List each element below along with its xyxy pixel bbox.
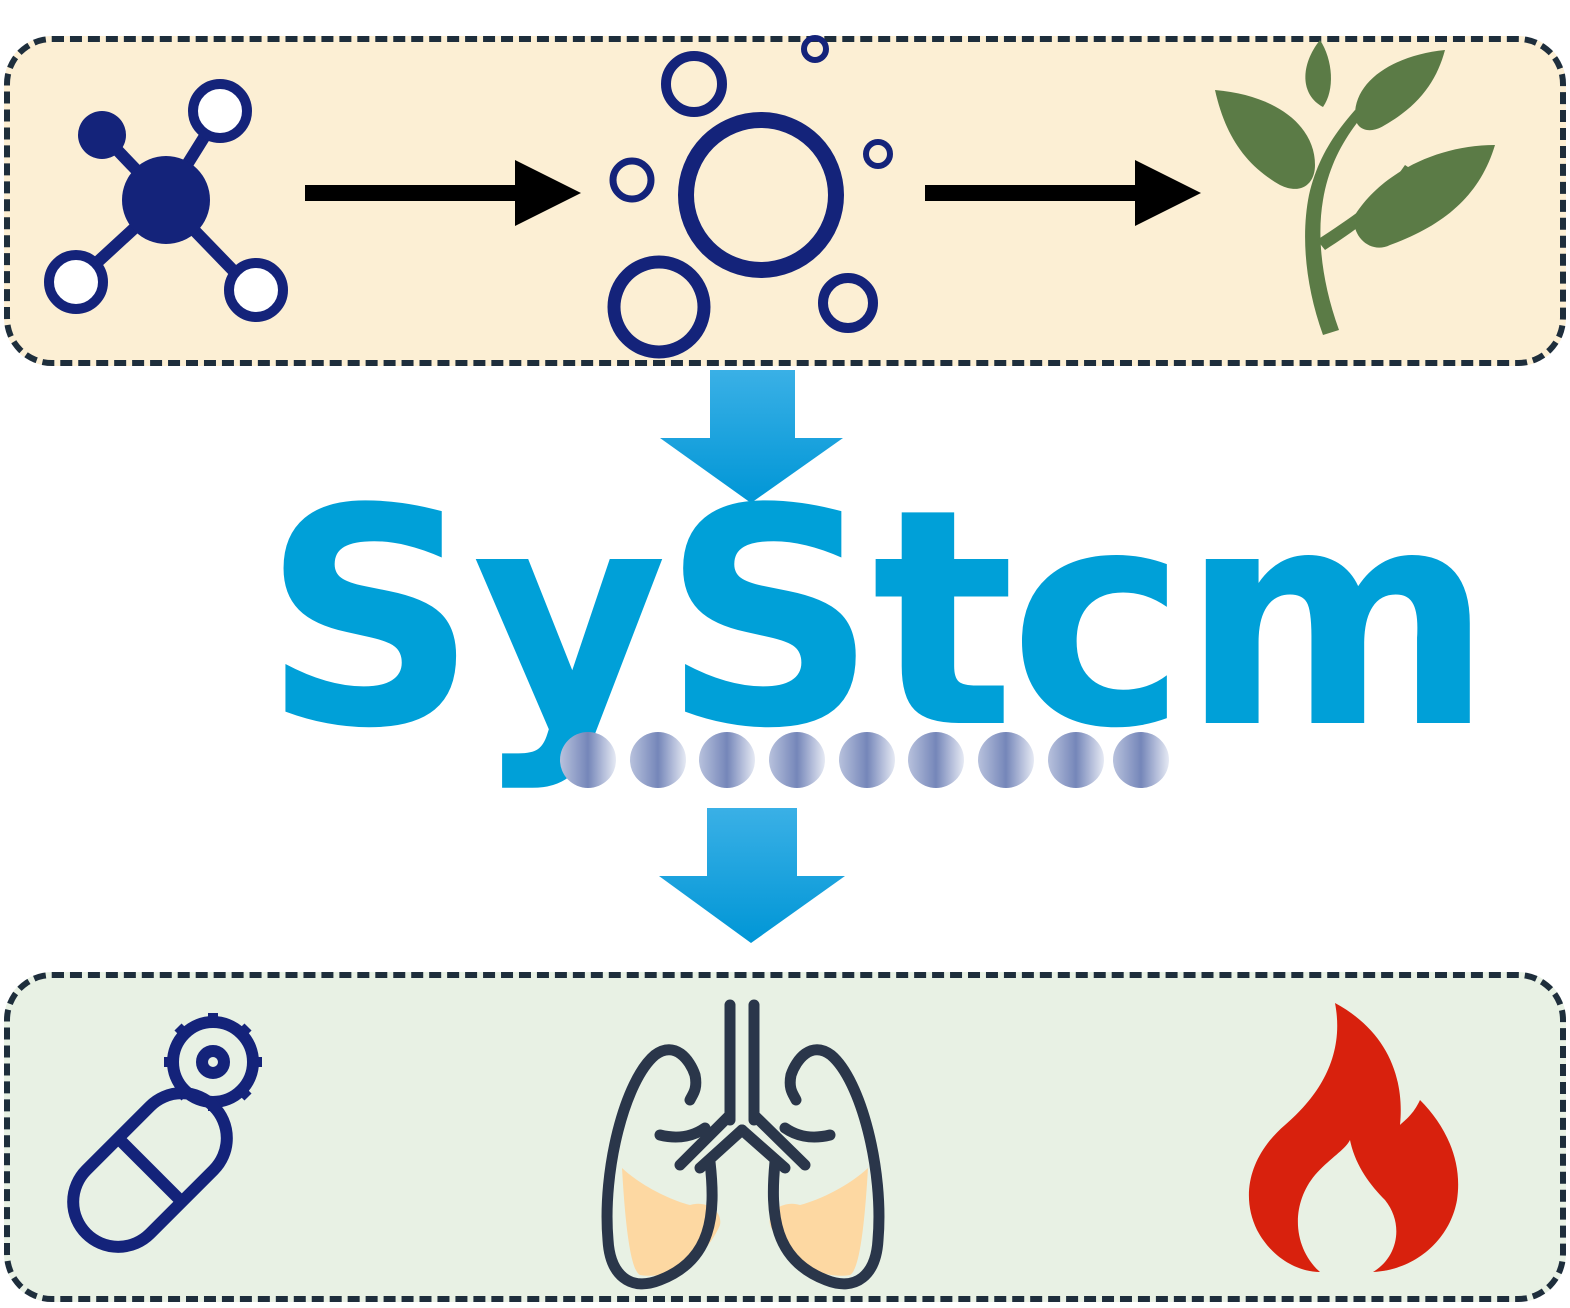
down-arrow-icon [659, 808, 845, 943]
bubbles-icon [607, 35, 893, 359]
plant-sprout-icon [1215, 40, 1495, 335]
molecule-network-icon [44, 79, 288, 322]
logo-dots [560, 732, 1169, 788]
pill-gear-icon [67, 1013, 262, 1253]
flame-icon [1248, 1003, 1459, 1272]
right-arrow-icon [305, 160, 581, 226]
lungs-icon [601, 999, 885, 1290]
systcm-logo-text: SyStcm [262, 445, 1494, 794]
down-arrow-icon [660, 370, 843, 503]
right-arrow-icon [925, 160, 1201, 226]
